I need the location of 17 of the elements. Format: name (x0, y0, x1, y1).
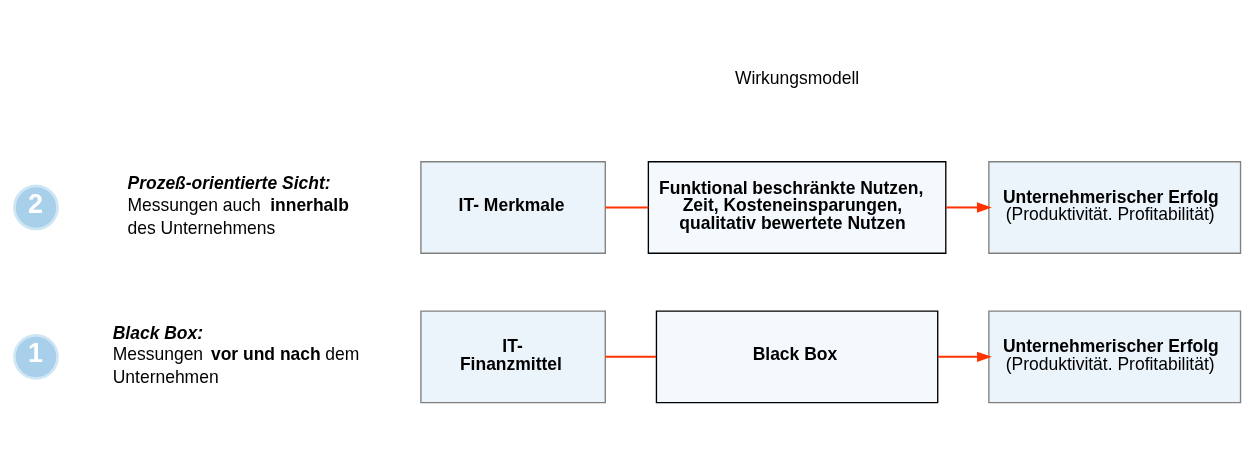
node-box: Black Box (655, 309, 939, 403)
node-box: Unternehmerischer Erfolg (Produktivität. Profitabilität) (988, 160, 1242, 254)
arrow (946, 201, 992, 213)
node-label: Prozeß-orientierte Sicht: (127, 172, 331, 193)
node-label: Messungen vor und nach dem Unternehmen (112, 343, 360, 387)
node-label: Messungen auch innerhalb des Unternehmens (127, 194, 349, 238)
node-circle: 2 (13, 184, 59, 230)
label: Wirkungsmodell (734, 67, 860, 88)
node-circle: 1 (13, 333, 59, 380)
arrow (937, 351, 992, 362)
connector (605, 205, 649, 208)
node-box: Funktional beschränkte Nutzen, Zeit, Kosteneinsparungen, qualitativ bewertete Nutzen (647, 160, 947, 254)
node-box: IT- Merkmale (420, 160, 606, 254)
node-box: IT- Finanzmittel (420, 309, 606, 403)
node-box: Unternehmerischer Erfolg (Produktivität. Profitabilität) (988, 309, 1242, 403)
connector (605, 355, 656, 358)
node-label: Black Box: (112, 322, 204, 343)
